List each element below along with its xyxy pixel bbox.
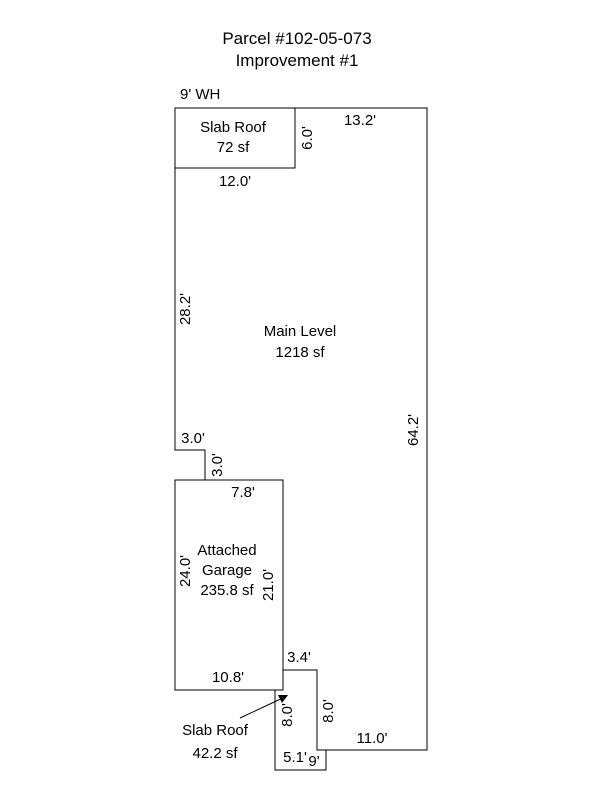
dim-small-edge: 9' (308, 753, 319, 770)
slab-roof-top-outline (174, 107, 296, 169)
slab-roof-bottom-arrow (239, 696, 286, 719)
slab-roof-bottom-area: 42.2 sf (192, 745, 238, 762)
dim-step-horizontal: 3.4' (287, 649, 311, 666)
parcel-title: Parcel #102-05-073 (222, 29, 371, 48)
dim-main-right: 64.2' (405, 414, 422, 446)
dim-slab-bottom-width: 5.1' (283, 749, 307, 766)
wall-height-note: 9' WH (180, 86, 220, 103)
garage-area: 235.8 sf (200, 582, 254, 599)
dim-slab-top-vertical: 6.0' (299, 126, 316, 150)
dim-notch-vertical: 3.0' (209, 453, 226, 477)
dim-garage-bottom: 10.8' (212, 669, 244, 686)
main-level-name: Main Level (264, 323, 337, 340)
garage-outline (174, 479, 284, 691)
slab-roof-top-area: 72 sf (217, 139, 250, 156)
dim-bottom-right: 11.0' (357, 730, 388, 747)
improvement-title: Improvement #1 (236, 51, 359, 70)
main-level-area: 1218 sf (275, 344, 325, 361)
dim-garage-left: 24.0' (177, 555, 194, 587)
slab-roof-top-name: Slab Roof (200, 119, 267, 136)
dim-slab-top-bottom: 12.0' (219, 173, 251, 190)
dim-main-left: 28.2' (177, 293, 194, 325)
garage-name-line1: Attached (197, 542, 256, 559)
garage-name-line2: Garage (202, 562, 252, 579)
dim-slab-bottom-left: 8.0' (279, 703, 296, 727)
slab-roof-bottom-name: Slab Roof (182, 722, 249, 739)
dim-main-top-right: 13.2' (344, 112, 376, 129)
dim-garage-top: 7.8' (231, 484, 255, 501)
dim-notch-horizontal: 3.0' (181, 430, 205, 447)
dim-slab-bottom-right: 8.0' (320, 699, 337, 723)
dim-garage-right: 21.0' (260, 569, 277, 601)
slab-roof-bottom-arrowhead (278, 695, 288, 703)
slab-roof-bottom-outline (274, 669, 327, 771)
